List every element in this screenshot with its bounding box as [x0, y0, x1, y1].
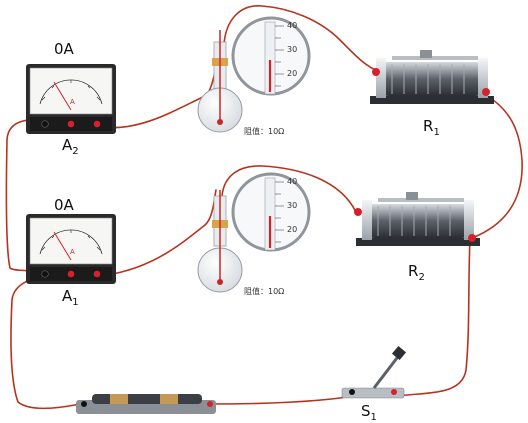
thermometer-zoom-bottom [231, 172, 311, 252]
thermo-top-tick: 40 [287, 21, 298, 30]
switch-lever [372, 353, 402, 389]
r2-label: R2 [408, 262, 425, 283]
a1-terminal-3 [93, 270, 101, 278]
a1-needle [53, 231, 72, 261]
r1-label: R1 [423, 117, 440, 138]
flask-top-resistance: 阻值：10Ω [244, 127, 285, 136]
wire-switch-to-battery [213, 395, 353, 405]
flask-top [197, 30, 243, 133]
resistor-r2 [354, 192, 480, 246]
ammeter-a1: A [26, 214, 116, 284]
a2-terminal-3 [93, 120, 101, 128]
thermometer-zoom-top [231, 16, 311, 96]
flask-bottom [197, 190, 243, 293]
thermo-bottom-tick: 20 [287, 225, 298, 234]
ammeter-a2: A [26, 64, 116, 134]
battery-pack [76, 394, 216, 414]
thermo-bottom-tick: 40 [287, 177, 298, 186]
thermo-top-tick: 20 [287, 69, 298, 78]
a2-reading: 0A [54, 40, 74, 58]
a2-terminal-0-6 [67, 120, 75, 128]
a1-reading: 0A [54, 196, 74, 214]
flask-bottom-resistance: 阻值：10Ω [244, 287, 285, 296]
a2-needle [53, 81, 72, 111]
a1-terminal-neg [41, 270, 49, 278]
svg-text:A: A [70, 98, 75, 106]
switch-s1[interactable] [341, 345, 407, 399]
thermo-bottom-tick: 30 [287, 201, 298, 210]
wire-flask1-to-r1 [223, 5, 381, 73]
a1-label: A1 [62, 287, 79, 308]
wire-a2-left [5, 118, 63, 273]
thermo-top-tick: 30 [287, 45, 298, 54]
a2-terminal-neg [41, 120, 49, 128]
wire-r2-to-switch [397, 239, 471, 397]
wire-flask2-to-r2 [221, 165, 357, 213]
s1-label: S1 [361, 402, 377, 423]
wire-r1-to-r2 [471, 94, 523, 239]
a2-label: A2 [62, 136, 79, 157]
resistor-r1 [370, 50, 494, 104]
svg-text:A: A [70, 248, 75, 256]
a1-terminal-0-6 [67, 270, 75, 278]
